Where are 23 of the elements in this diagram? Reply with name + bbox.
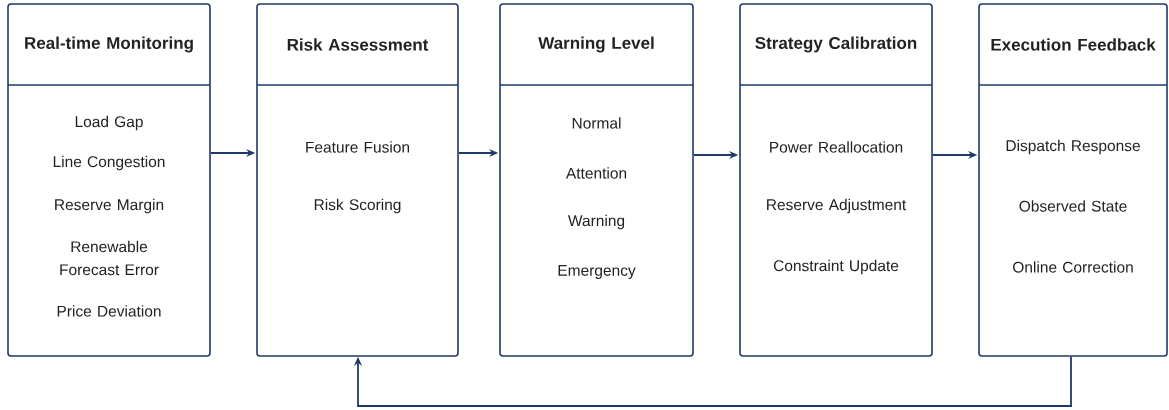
item-text: Warning <box>568 214 625 230</box>
item-text: Reserve Adjustment <box>767 198 907 214</box>
item-text: Line Congestion <box>53 155 165 171</box>
box-heading: Execution Feedback <box>991 38 1156 51</box>
box-heading: Risk Assessment <box>287 38 429 51</box>
item-text: Constraint Update <box>773 259 899 275</box>
item-text: Attention <box>565 167 627 179</box>
item-text: Price Deviation <box>57 305 161 317</box>
item-text: Observed State <box>1019 200 1127 212</box>
item-text: Dispatch Response <box>1006 139 1140 155</box>
item-text: Load Gap <box>75 115 143 131</box>
box-heading: Strategy Calibration <box>755 36 917 53</box>
box-heading: Warning Level <box>538 36 654 53</box>
item-text: Normal <box>572 117 621 129</box>
arrow <box>353 355 1072 407</box>
item-text: Feature Fusion <box>306 141 410 153</box>
item-text: Reserve Margin <box>55 198 164 214</box>
item-text: Risk Scoring <box>314 198 401 214</box>
item-text: Renewable Forecast Error <box>60 240 159 276</box>
item-text: Online Correction <box>1013 261 1133 273</box>
item-text: Power Reallocation <box>770 141 903 153</box>
item-text: Emergency <box>558 265 636 279</box>
box-heading: Real-time Monitoring <box>25 36 193 53</box>
